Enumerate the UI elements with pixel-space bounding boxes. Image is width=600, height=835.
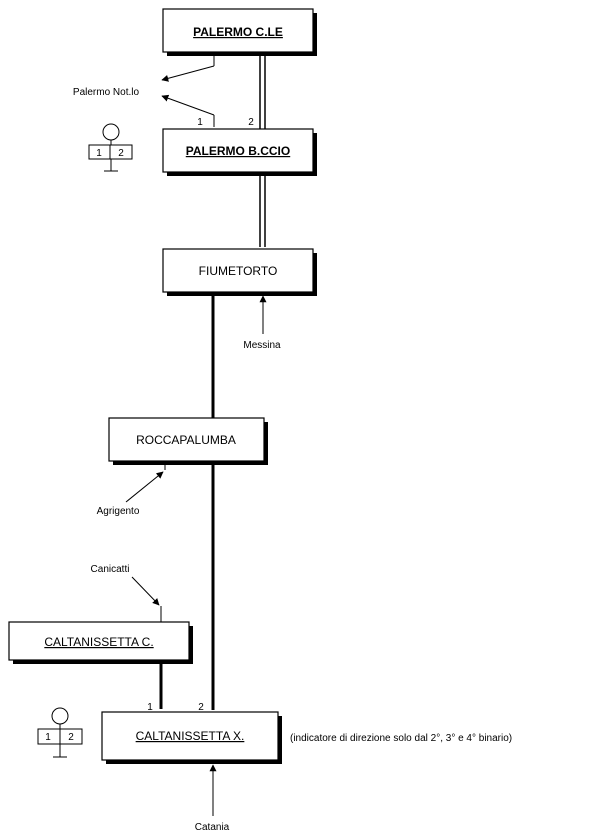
station-label: CALTANISSETTA X. [136,729,245,743]
track-number-label: 2 [198,702,204,713]
station-label: FIUMETORTO [199,264,278,278]
track-number-label: 2 [248,117,254,128]
direction-signal-bottom: 1 2 [37,707,83,758]
signal-number-label: 2 [68,732,74,743]
station-label: PALERMO B.CCIO [186,144,290,158]
track-number-label: 1 [197,117,203,128]
destination-label: Messina [243,340,281,351]
station-label: PALERMO C.LE [193,25,283,39]
agrigento-arrow [125,471,164,503]
destination-label: Canicatti [91,564,130,575]
station-fiumetorto: FIUMETORTO [162,248,317,296]
station-palermo-cle: PALERMO C.LE [162,8,317,56]
track-number-label: 1 [147,702,153,713]
station-caltanissetta-x: CALTANISSETTA X. [101,711,282,764]
station-roccapalumba: ROCCAPALUMBA [108,417,268,465]
station-palermo-bccio: PALERMO B.CCIO [162,128,317,176]
destination-label: Catania [195,822,230,833]
signal-number-label: 2 [118,148,124,159]
signal-number-label: 1 [96,148,102,159]
palermo-notlo-arrow [161,65,215,82]
direction-signal-top: 1 2 [88,123,133,172]
station-label: ROCCAPALUMBA [136,433,236,447]
station-label: CALTANISSETTA C. [44,635,153,649]
palermo-notlo-arrow-2 [161,94,215,116]
direction-indicator-note: (indicatore di direzione solo dal 2°, 3°… [290,733,512,744]
station-caltanissetta-c: CALTANISSETTA C. [8,621,193,664]
destination-label: Agrigento [97,506,140,517]
destination-label: Palermo Not.lo [73,87,140,98]
signal-number-label: 1 [45,732,51,743]
canicatti-arrow [131,576,160,606]
